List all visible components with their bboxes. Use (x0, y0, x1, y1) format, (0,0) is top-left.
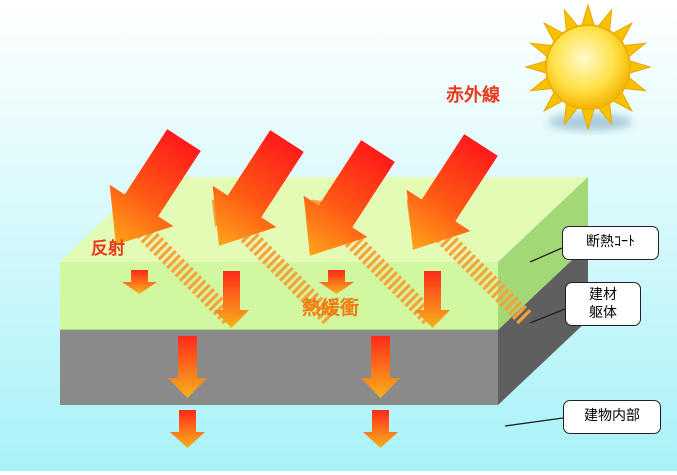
heat-arrow (361, 336, 400, 398)
callout-insulation-coat: 断熱ｺｰﾄ (562, 226, 659, 260)
heat-arrow (170, 410, 205, 448)
heat-arrow (122, 270, 157, 294)
callout-building-material: 建材 躯体 (565, 282, 641, 326)
body-heat-arrows (168, 336, 400, 398)
heat-arrow (363, 410, 398, 448)
infrared-label: 赤外線 (446, 85, 500, 106)
interior-heat-arrows (170, 410, 398, 448)
heat-arrow (319, 270, 354, 294)
heat-buffer-label: 熱緩衝 (302, 297, 360, 319)
sun-icon (524, 3, 652, 131)
callout-insulation-coat-text: 断熱ｺｰﾄ (586, 234, 635, 250)
coat-side-face (498, 177, 588, 330)
heat-arrow (415, 271, 450, 328)
callout-leaders (504, 247, 566, 427)
reflection-label: 反射 (91, 239, 125, 259)
callout-material-line1: 建材 (589, 287, 617, 303)
callout-material-line2: 躯体 (589, 305, 617, 321)
heat-arrow (168, 336, 207, 398)
heat-arrow (214, 271, 249, 328)
coat-heat-arrows (122, 270, 450, 328)
callout-interior-text: 建物内部 (584, 408, 640, 424)
body-front-face (60, 330, 498, 405)
callout-interior: 建物内部 (563, 400, 661, 434)
